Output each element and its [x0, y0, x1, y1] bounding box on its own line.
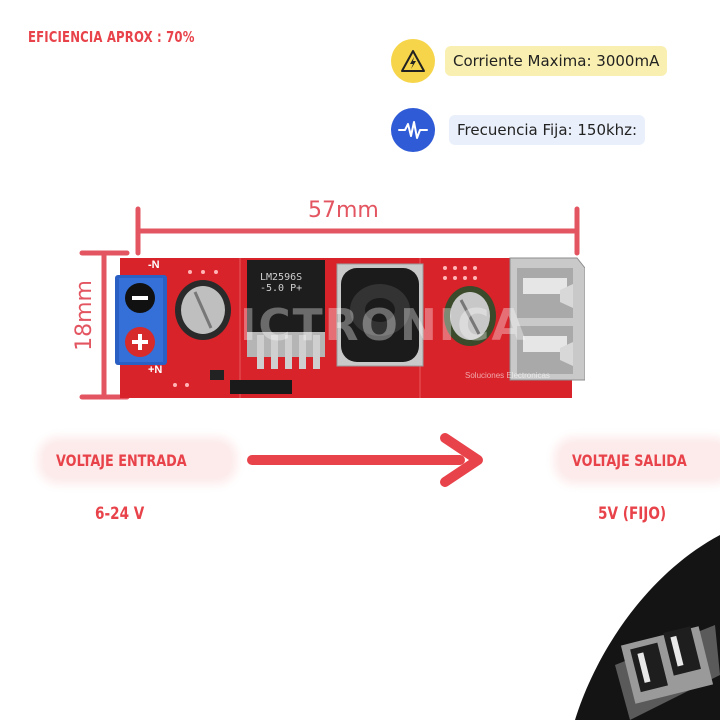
input-voltage-label: VOLTAJE ENTRADA [44, 443, 232, 478]
output-voltage-label: VOLTAJE SALIDA [560, 443, 720, 478]
spec-current: Corriente Maxima: 3000mA [391, 39, 668, 83]
terminal-minus-label: -N [148, 259, 160, 271]
spec-frequency-label: Frecuencia Fija: 150khz: [449, 115, 646, 145]
height-dimension: 18mm [71, 279, 97, 351]
efficiency-label: EFICIENCIA APROX : 70% [28, 28, 195, 46]
usb-closeup-image [575, 535, 720, 720]
output-voltage-value: 5V (FIJO) [598, 504, 667, 524]
terminal-plus-label: +N [148, 364, 163, 376]
waveform-icon [391, 108, 435, 152]
chip-marking: LM2596S -5.0 P+ [260, 272, 303, 294]
spec-current-label: Corriente Maxima: 3000mA [445, 46, 668, 76]
spec-frequency: Frecuencia Fija: 150khz: [391, 108, 646, 152]
watermark-subtitle: Soluciones Electronicas [465, 371, 550, 380]
converter-board [115, 257, 585, 398]
input-voltage-value: 6-24 V [95, 504, 145, 524]
watermark: ICTRONICA [240, 300, 528, 351]
height-dimension-wrap: 18mm [44, 280, 124, 351]
width-dimension: 57mm [308, 198, 379, 223]
warning-icon [391, 39, 435, 83]
